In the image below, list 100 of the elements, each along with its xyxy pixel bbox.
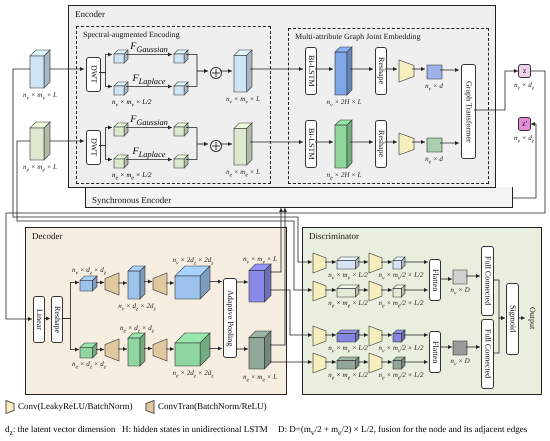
trapezoid-layer [399, 133, 414, 155]
arrow [404, 260, 428, 264]
arrow [98, 72, 112, 88]
arrow [380, 260, 392, 264]
edge-label: F$_{Gaussian}$ [130, 115, 168, 128]
arrow [466, 345, 480, 349]
arrow [236, 280, 248, 284]
arrow [126, 158, 172, 162]
tensor-block [393, 330, 405, 342]
arrow [96, 348, 104, 352]
trapezoid-layer [105, 273, 119, 295]
arrow [380, 288, 392, 292]
process-box: Reshape [375, 120, 387, 168]
group-title: Decoder [32, 231, 62, 241]
process-box: Bi-LSTM [305, 120, 317, 168]
arrow [350, 67, 374, 71]
note-text: d$_{z}$: the latent vector dimension [5, 424, 116, 437]
trapezoid-layer [369, 253, 382, 273]
arrow [466, 274, 480, 278]
arrow [220, 69, 232, 73]
group-panel [25, 227, 287, 395]
arrow [126, 84, 172, 88]
arrow [98, 145, 112, 162]
arrow [118, 347, 128, 351]
arrow [350, 140, 374, 144]
arrow [404, 360, 428, 364]
process-box: Full Connected [481, 319, 494, 389]
arrow [358, 260, 368, 264]
arrow [380, 360, 392, 364]
arrow [492, 316, 506, 354]
note-text: H: hidden states in unidirectional LSTM [122, 424, 268, 434]
arrow [324, 260, 336, 264]
process-box: Reshape [375, 47, 387, 95]
tensor-block [393, 257, 405, 269]
tensor-block [174, 82, 188, 95]
tensor-block [393, 357, 405, 369]
arrow [250, 140, 304, 144]
arrow [512, 122, 536, 198]
arrow [44, 316, 50, 320]
group-panel [85, 187, 513, 208]
tensor-block [80, 276, 97, 291]
arrow [50, 139, 84, 143]
arrow [440, 345, 452, 349]
process-box: DWT [86, 130, 101, 165]
tensor-block [337, 330, 359, 342]
arrow [96, 280, 104, 284]
arrow [50, 67, 84, 71]
arrow [166, 347, 174, 351]
arrow [126, 126, 172, 130]
arrow [324, 360, 336, 364]
tensor-block [175, 266, 210, 299]
arrow [144, 280, 152, 284]
tensor-block [427, 65, 442, 79]
tensor-block [114, 50, 128, 63]
arrow [208, 346, 222, 350]
edge-label: F$_{Laplace}$ [132, 74, 166, 87]
tensor-block [335, 47, 352, 95]
trapezoid-layer [369, 326, 382, 346]
tensor-block [174, 123, 188, 136]
process-box: Graph Transformer [461, 64, 476, 159]
adder-circle [210, 67, 222, 79]
arrow [440, 277, 452, 281]
tensor-block [128, 333, 145, 366]
arrow [384, 140, 398, 144]
process-box: Sigmoid [506, 283, 519, 355]
tensor-block [337, 257, 359, 269]
tensor-block [234, 50, 252, 92]
process-box: Reshape [51, 296, 63, 343]
legend-text: Conv(LeakyReLU/BatchNorm) [18, 401, 132, 411]
trapezoid-layer [399, 60, 414, 82]
arrow [16, 140, 312, 292]
tensor-block [114, 123, 128, 136]
arrow [358, 333, 368, 337]
process-box: Full Connected [481, 246, 494, 316]
arrow [208, 280, 222, 284]
note-text: D: D=(m$_{v}$/2 + m$_{e}$/2) × L/2, fusion for the node and its adjacent edges [278, 424, 528, 437]
arrow [118, 281, 128, 285]
tensor-block [114, 155, 128, 168]
arrow [166, 281, 174, 285]
arrow [474, 69, 518, 110]
trapezoid-layer [313, 326, 326, 346]
process-box: DWT [86, 57, 101, 92]
trapezoid-layer [153, 339, 167, 361]
dashed-group-box [76, 26, 271, 184]
arrow [270, 208, 287, 346]
process-box: z' [518, 117, 531, 131]
tensor-block [337, 357, 359, 369]
dashed-group-box [288, 28, 489, 184]
trapezoid-layer [369, 281, 382, 301]
tensor-block [30, 122, 50, 160]
tensor-block [249, 264, 271, 302]
tensor-block [337, 285, 359, 297]
trapezoid-layer [313, 281, 326, 301]
arrow [12, 68, 312, 264]
adder-circle [210, 140, 222, 152]
arrow [440, 141, 460, 145]
trapezoid-layer [369, 353, 382, 373]
tensor-block [234, 123, 252, 165]
arrow [270, 360, 312, 364]
tensor-block [114, 82, 128, 95]
